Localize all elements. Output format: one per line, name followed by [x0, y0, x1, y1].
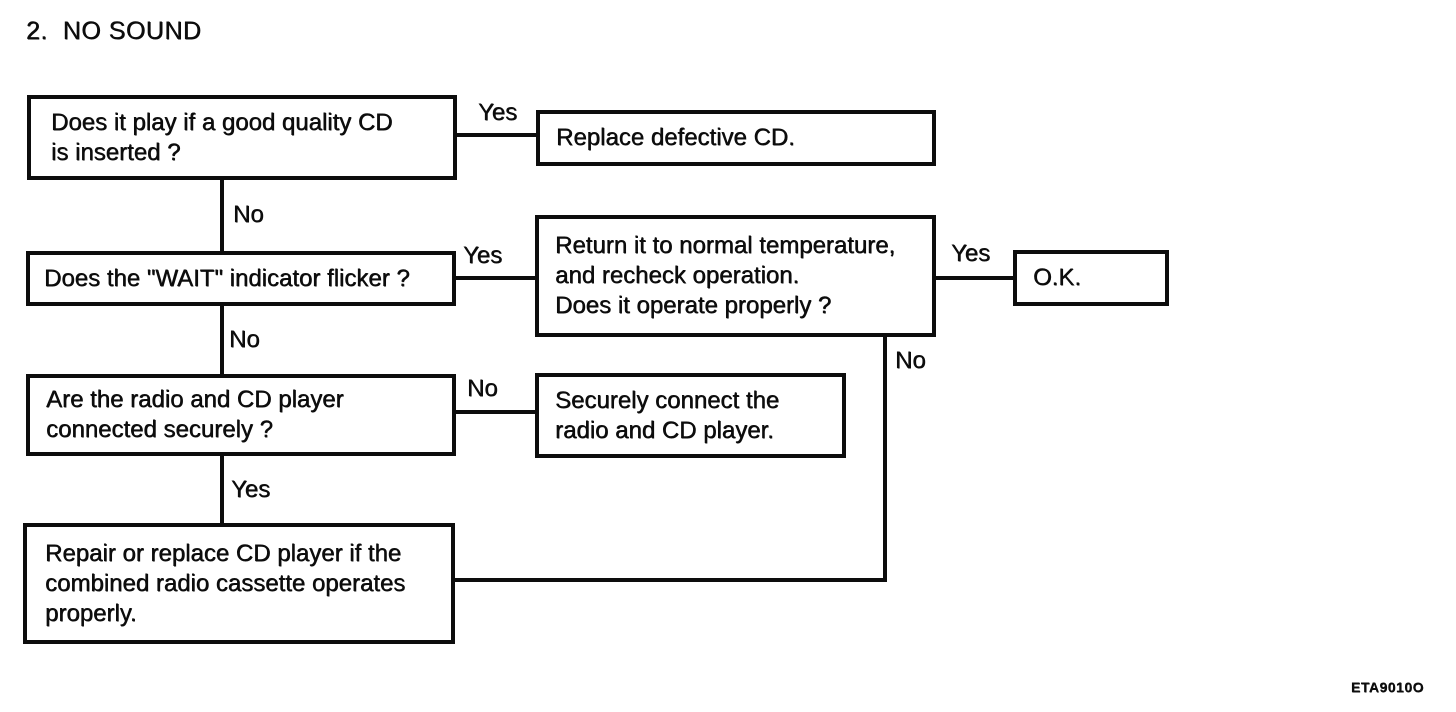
box-text-line: Are the radio and CD player — [46, 386, 344, 413]
result-box-ok: O.K. — [1013, 250, 1169, 306]
decision-box-good-cd: Does it play if a good quality CD is ins… — [27, 95, 457, 180]
label-q2-no: No — [229, 326, 260, 353]
label-q3-yes: Yes — [231, 476, 271, 503]
action-box-normal-temperature: Return it to normal temperature, and rec… — [535, 215, 936, 337]
box-text-line: Does the "WAIT" indicator flicker ? — [44, 264, 410, 292]
connector-a2-yes-line — [936, 276, 1013, 280]
decision-box-connected-securely: Are the radio and CD player connected se… — [26, 374, 456, 456]
box-text-line: Return it to normal temperature, — [555, 232, 896, 259]
box-text-line: radio and CD player. — [555, 416, 774, 444]
label-a2-yes: Yes — [951, 240, 991, 267]
action-box-replace-cd: Replace defective CD. — [536, 110, 936, 166]
box-text-line: is inserted ? — [51, 138, 181, 166]
connector-a2-no-line — [883, 337, 887, 582]
decision-box-wait-indicator: Does the "WAIT" indicator flicker ? — [26, 251, 456, 306]
box-text-line: combined radio cassette operates — [45, 569, 406, 597]
action-box-securely-connect: Securely connect the radio and CD player… — [535, 373, 846, 458]
connector-q4-to-a2no-line — [455, 578, 887, 582]
connector-q3-no-line — [456, 410, 535, 414]
figure-code: ETA9010O — [1351, 679, 1424, 695]
box-text-line: and recheck operation. — [555, 262, 800, 289]
box-text-line: Does it operate properly ? — [555, 292, 832, 319]
label-a2-no: No — [895, 347, 926, 374]
box-text-line: connected securely ? — [46, 416, 273, 443]
box-text-line: properly. — [45, 599, 137, 627]
label-q2-yes: Yes — [463, 242, 503, 269]
connector-q3-yes-line — [220, 456, 224, 523]
action-box-repair-replace: Repair or replace CD player if the combi… — [23, 523, 455, 644]
box-text-line: Repair or replace CD player if the — [45, 539, 402, 567]
connector-q1-yes-line — [457, 133, 536, 137]
label-q1-no: No — [233, 201, 264, 228]
connector-q2-yes-line — [456, 276, 535, 280]
box-text-line: O.K. — [1033, 264, 1082, 291]
page-title: 2. NO SOUND — [26, 17, 202, 45]
label-q1-yes: Yes — [478, 99, 518, 126]
connector-q2-no-line — [220, 306, 224, 374]
box-text-line: Securely connect the — [555, 386, 780, 414]
connector-q1-no-line — [220, 180, 224, 251]
label-q3-no: No — [467, 375, 498, 402]
box-text-line: Replace defective CD. — [556, 124, 795, 151]
box-text-line: Does it play if a good quality CD — [51, 108, 393, 136]
